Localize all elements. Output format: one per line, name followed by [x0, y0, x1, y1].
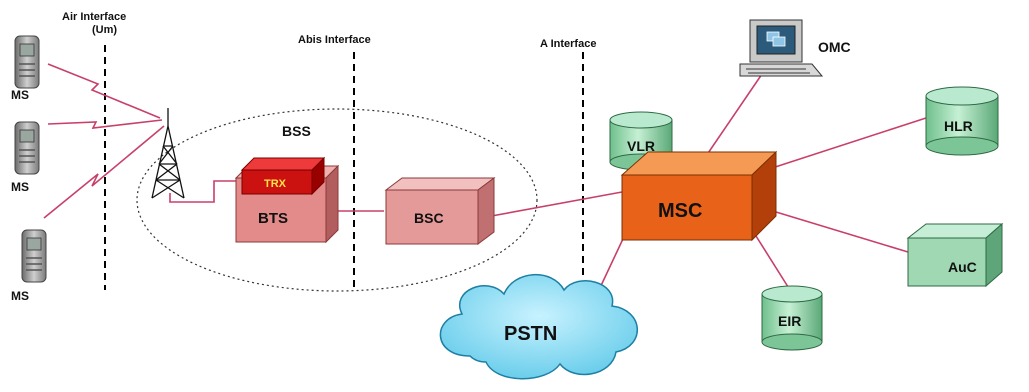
air-interface-sublabel: (Um) — [92, 24, 117, 36]
computer-icon — [739, 19, 824, 77]
link-tower-bts — [169, 180, 236, 203]
pstn-cloud: PSTN — [439, 274, 638, 380]
eir-database: EIR — [761, 285, 823, 351]
ms-label: MS — [11, 289, 29, 303]
radio-link-2 — [47, 119, 163, 129]
pstn-label: PSTN — [504, 323, 557, 345]
antenna-tower-icon — [151, 108, 185, 199]
bsc-label: BSC — [414, 210, 444, 226]
mobile-phone-icon — [14, 121, 40, 175]
link-msc-hlr — [765, 117, 927, 171]
eir-label: EIR — [778, 313, 801, 329]
omc-node: OMC — [739, 19, 851, 77]
mobile-station-3: MS — [11, 229, 47, 303]
cloud-icon — [439, 274, 638, 380]
mobile-phone-icon — [21, 229, 47, 283]
bss-label: BSS — [282, 123, 311, 139]
mobile-station-1: MS — [11, 35, 40, 102]
hlr-database: HLR — [925, 86, 999, 156]
mobile-phone-icon — [14, 35, 40, 89]
link-msc-omc — [701, 73, 763, 163]
a-interface-label: A Interface — [540, 38, 596, 50]
bts-label: BTS — [258, 210, 288, 227]
bsc-node: BSC — [384, 177, 496, 245]
auc-node: AuC — [906, 222, 1004, 288]
radio-link-1 — [47, 63, 161, 119]
ms-label: MS — [11, 180, 29, 194]
hlr-label: HLR — [944, 118, 973, 134]
trx-label: TRX — [264, 178, 287, 190]
mobile-station-2: MS — [11, 121, 40, 194]
air-interface-label: Air Interface — [62, 11, 126, 23]
bts-node: TRX BTS — [234, 156, 340, 244]
radio-link-3 — [43, 125, 165, 219]
msc-label: MSC — [658, 200, 702, 222]
bss-boundary — [136, 108, 538, 292]
auc-label: AuC — [948, 259, 977, 275]
omc-label: OMC — [818, 39, 851, 55]
link-msc-auc — [775, 211, 909, 253]
link-msc-eir — [755, 235, 791, 291]
ms-label: MS — [11, 88, 29, 102]
abis-interface-label: Abis Interface — [298, 34, 371, 46]
link-bsc-msc — [485, 191, 623, 218]
trx-node: TRX — [240, 156, 326, 196]
vlr-label: VLR — [627, 138, 655, 154]
msc-node: MSC — [620, 150, 778, 242]
